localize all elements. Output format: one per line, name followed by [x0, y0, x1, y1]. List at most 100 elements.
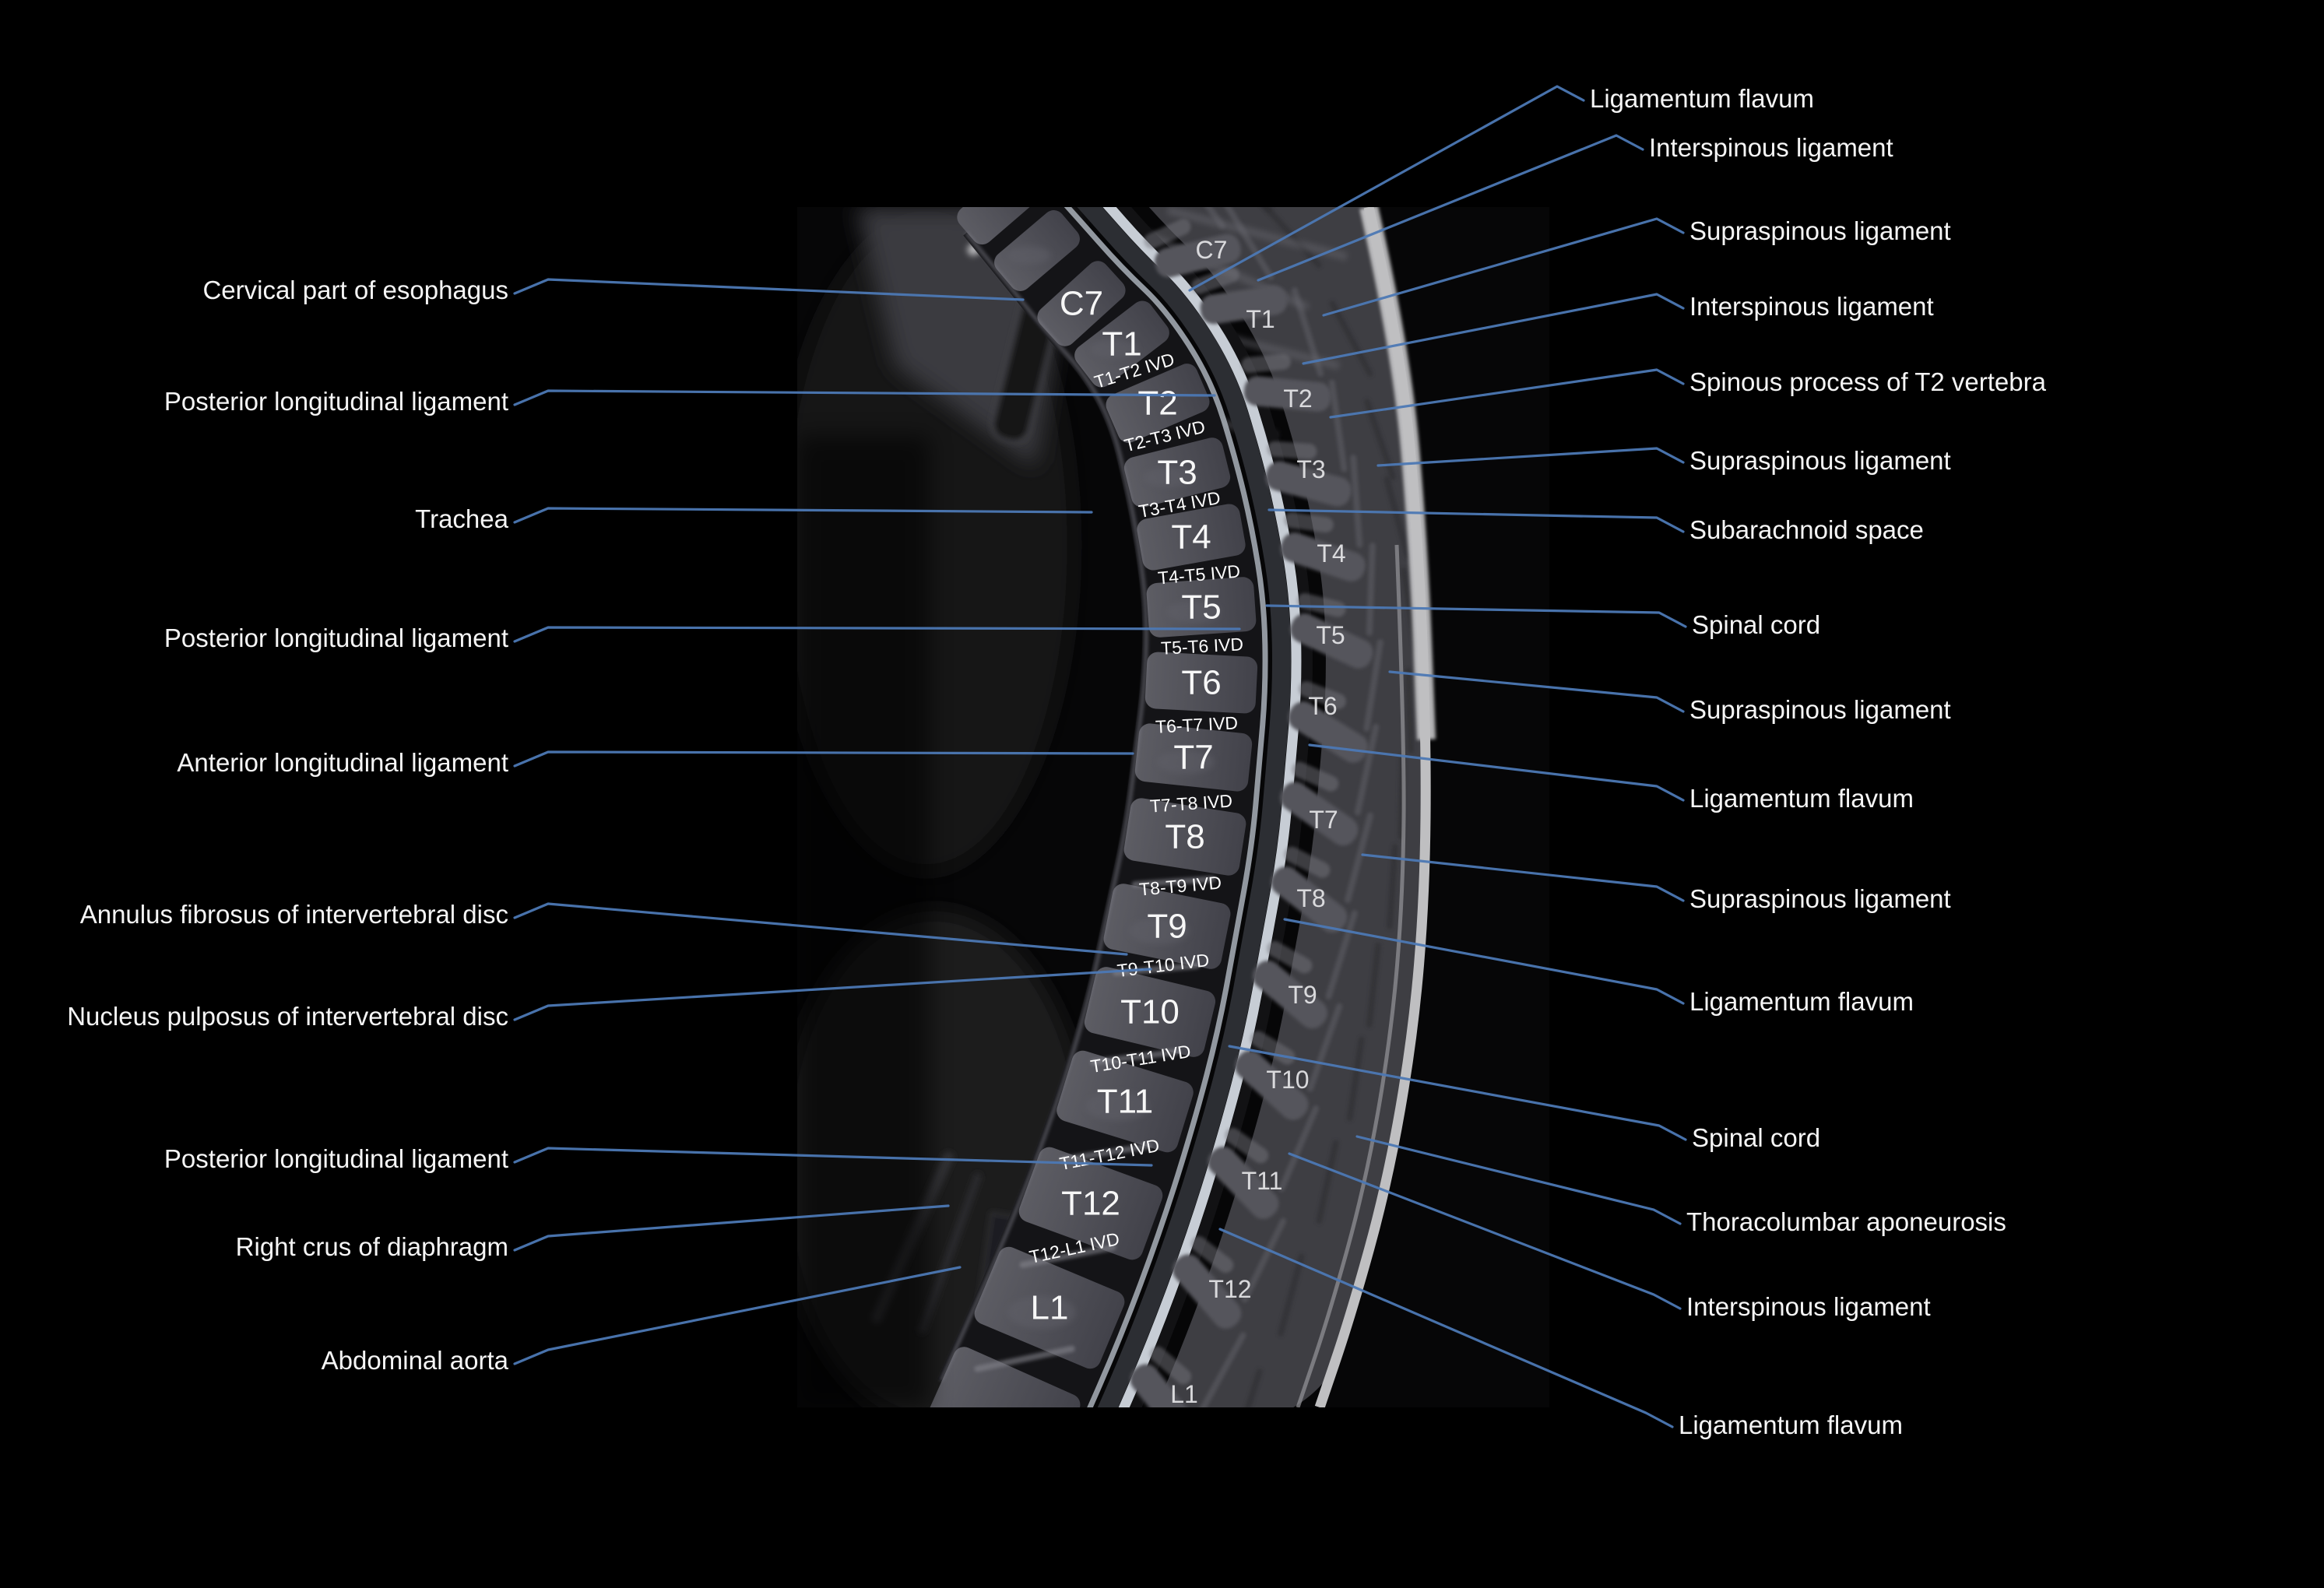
leader-line [513, 626, 1241, 643]
vertebra-body-label: C7 [1060, 285, 1103, 323]
vertebral-body [928, 1347, 1081, 1407]
skin-subcutaneous-band [1314, 207, 1431, 1407]
leader-line [513, 389, 1216, 406]
spinous-process-label: T7 [1309, 806, 1338, 834]
spinous-process [1280, 532, 1366, 581]
label-interspinous-ligament-2: Interspinous ligament [1689, 292, 1934, 321]
spinous-process [1290, 613, 1373, 669]
leader-line [1302, 293, 1685, 365]
leader-line [1322, 217, 1685, 317]
spinous-process-label: T11 [1242, 1167, 1283, 1195]
leader-line [513, 278, 1025, 301]
label-ligamentum-flavum-3: Ligamentum flavum [1689, 987, 1914, 1016]
spinous-process-label: T8 [1296, 884, 1325, 912]
spinous-process-label: T3 [1296, 455, 1325, 483]
label-posterior-longitudinal-ligament-mid: Posterior longitudinal ligament [163, 624, 508, 652]
vertebral-body [1144, 652, 1258, 714]
vertebra-body-label: T10 [1120, 993, 1180, 1031]
leader-line [1288, 1152, 1682, 1310]
label-supraspinous-ligament-3: Supraspinous ligament [1689, 695, 1951, 724]
spinous-process [1235, 1050, 1309, 1120]
leader-line [1355, 1135, 1682, 1225]
spinous-process-label: T1 [1246, 305, 1275, 333]
spinous-process [1271, 866, 1348, 933]
mri-image [797, 207, 1549, 1407]
spinous-process [1243, 376, 1331, 412]
label-annulus-fibrosus: Annulus fibrosus of intervertebral disc [79, 900, 508, 929]
leader-line [1257, 134, 1644, 282]
spinous-process [1280, 782, 1359, 846]
vertebral-body [1037, 261, 1126, 346]
leader-line [513, 750, 1134, 768]
label-supraspinous-ligament-1: Supraspinous ligament [1689, 216, 1951, 245]
label-abdominal-aorta: Abdominal aorta [321, 1346, 508, 1375]
vertebra-body-label: T11 [1097, 1083, 1154, 1121]
spinous-process [1200, 285, 1288, 325]
label-interspinous-ligament-3: Interspinous ligament [1686, 1292, 1931, 1321]
leader-line [1361, 853, 1685, 902]
label-supraspinous-ligament-4: Supraspinous ligament [1689, 884, 1951, 913]
spinous-process-label: T12 [1208, 1275, 1251, 1303]
anterior-csf-line [1064, 207, 1268, 1407]
label-spinal-cord-2: Spinal cord [1692, 1123, 1821, 1152]
label-trachea: Trachea [415, 504, 508, 533]
label-anterior-longitudinal-ligament: Anterior longitudinal ligament [177, 748, 508, 777]
vertebral-body [1018, 1147, 1163, 1260]
spinous-process-label: C7 [1196, 236, 1228, 264]
spinous-process-label: L1 [1170, 1380, 1198, 1408]
vertebra-body-label: T6 [1181, 664, 1221, 702]
spinous-process [1265, 461, 1352, 507]
spinous-process-label: T10 [1266, 1066, 1309, 1094]
spinous-process [1252, 961, 1327, 1029]
spinous-process-label: T2 [1283, 385, 1312, 413]
leader-line [1267, 508, 1685, 533]
vertebra-body-label: T1 [1102, 325, 1141, 364]
vertebra-body-label: T12 [1061, 1185, 1120, 1223]
leader-line [513, 902, 1128, 956]
spinous-process-label: T9 [1288, 981, 1317, 1009]
leader-line [513, 507, 1093, 524]
leader-line [513, 968, 1152, 1021]
spinous-process [1155, 234, 1241, 278]
label-posterior-longitudinal-ligament-lower: Posterior longitudinal ligament [163, 1144, 508, 1173]
spinous-process [1173, 1254, 1242, 1329]
spinous-process [1288, 701, 1369, 763]
label-posterior-longitudinal-ligament-upper: Posterior longitudinal ligament [163, 387, 508, 416]
vertebra-body-label: T9 [1147, 908, 1187, 946]
leader-line [1228, 1045, 1687, 1141]
label-nucleus-pulposus: Nucleus pulposus of intervertebral disc [67, 1002, 508, 1031]
leader-line [1308, 743, 1685, 802]
leader-line [1283, 918, 1685, 1005]
spinal-cord-band [1077, 207, 1292, 1407]
leader-line [1188, 85, 1585, 292]
vertebra-body-label: T4 [1171, 518, 1211, 557]
vertebral-body [957, 207, 1039, 245]
spinous-process [1208, 1147, 1279, 1219]
vertebra-body-label: L1 [1031, 1289, 1069, 1327]
label-interspinous-ligament-1: Interspinous ligament [1649, 133, 1893, 162]
leader-lines [513, 85, 1687, 1428]
disc-label: T6-T7 IVD [1155, 712, 1238, 737]
leader-line [513, 1266, 962, 1365]
vertebral-body [1137, 504, 1246, 571]
label-right-crus-diaphragm: Right crus of diaphragm [235, 1232, 508, 1261]
vertebra-body-label: T3 [1157, 454, 1197, 492]
label-spinous-process-t2: Spinous process of T2 vertebra [1689, 367, 2046, 396]
leader-line [513, 1204, 950, 1252]
leader-line [1329, 368, 1685, 419]
label-spinal-cord-1: Spinal cord [1692, 610, 1821, 639]
vertebra-body-label: T7 [1173, 739, 1213, 777]
label-ligamentum-flavum-4: Ligamentum flavum [1679, 1411, 1903, 1439]
spinous-process-label: T6 [1308, 692, 1337, 720]
label-ligamentum-flavum-2: Ligamentum flavum [1689, 784, 1914, 813]
vertebra-body-label: T8 [1165, 818, 1204, 856]
label-thoracolumbar-aponeurosis: Thoracolumbar aponeurosis [1686, 1207, 2006, 1236]
spinous-process-label: T5 [1316, 621, 1345, 649]
thoracolumbar-fascia-line [1296, 544, 1406, 1407]
label-ligamentum-flavum-1: Ligamentum flavum [1590, 84, 1814, 113]
spinous-process-label: T4 [1317, 539, 1345, 567]
leader-line [1376, 447, 1685, 467]
spinous-process [1130, 1364, 1197, 1407]
